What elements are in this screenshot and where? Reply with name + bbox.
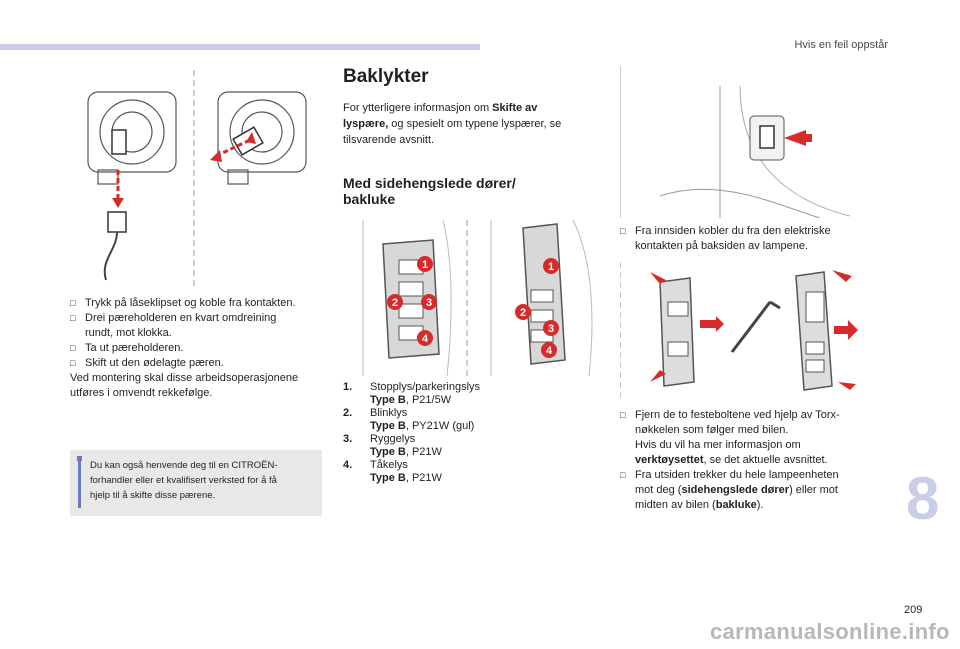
torx-removal-illustration <box>620 262 858 402</box>
lamp-connector-illustration <box>620 66 851 218</box>
rear-lamp-illustration: 1 2 3 4 1 2 3 4 <box>362 220 593 376</box>
check-box-icon: □ <box>620 226 626 236</box>
step-item: □Ta ut pæreholderen. <box>70 342 184 354</box>
reassembly-text: utføres i omvendt rekkefølge. <box>70 387 213 399</box>
section-header: Hvis en feil oppstår <box>794 39 888 51</box>
watermark: carmanualsonline.info <box>710 619 950 644</box>
check-box-icon: □ <box>70 343 76 353</box>
info-note: Du kan også henvende deg til en CITROËN-… <box>70 450 322 516</box>
step-item: □Drei pæreholderen en kvart omdreining <box>70 312 277 324</box>
step-item: □Fra innsiden kobler du fra den elektris… <box>620 225 831 237</box>
check-box-icon: □ <box>70 298 76 308</box>
reassembly-text: Ved montering skal disse arbeidsoperasjo… <box>70 372 299 384</box>
callout-4: 4 <box>422 333 429 345</box>
callout-2: 2 <box>520 307 526 319</box>
bulb-holder-illustration <box>87 70 307 286</box>
chapter-tab: 8 <box>906 464 960 534</box>
note-bar <box>78 458 81 508</box>
step-item: □Fjern de to festeboltene ved hjelp av T… <box>620 409 840 421</box>
step-item: □Skift ut den ødelagte pæren. <box>70 357 224 369</box>
intro-text: For ytterligere informasjon om Skifte av… <box>343 102 562 146</box>
page-number: 209 <box>904 604 923 616</box>
callout-1: 1 <box>548 261 554 273</box>
callout-3: 3 <box>548 323 554 335</box>
check-box-icon: □ <box>620 410 626 420</box>
step-item: □Fra utsiden trekker du hele lampeenhete… <box>620 469 839 481</box>
callout-1: 1 <box>422 259 428 271</box>
callout-2: 2 <box>392 297 398 309</box>
step-item: □Trykk på låseklipset og koble fra konta… <box>70 297 296 309</box>
section-heading: Med sidehengslede dører/ bakluke <box>343 175 516 207</box>
callout-4: 4 <box>546 345 553 357</box>
callout-3: 3 <box>426 297 432 309</box>
check-box-icon: □ <box>620 470 626 480</box>
check-box-icon: □ <box>70 313 76 323</box>
top-accent-band <box>0 44 480 50</box>
info-icon <box>77 456 82 461</box>
check-box-icon: □ <box>70 358 76 368</box>
step-continuation: rundt, mot klokka. <box>85 327 172 339</box>
page-title: Baklykter <box>343 66 429 87</box>
